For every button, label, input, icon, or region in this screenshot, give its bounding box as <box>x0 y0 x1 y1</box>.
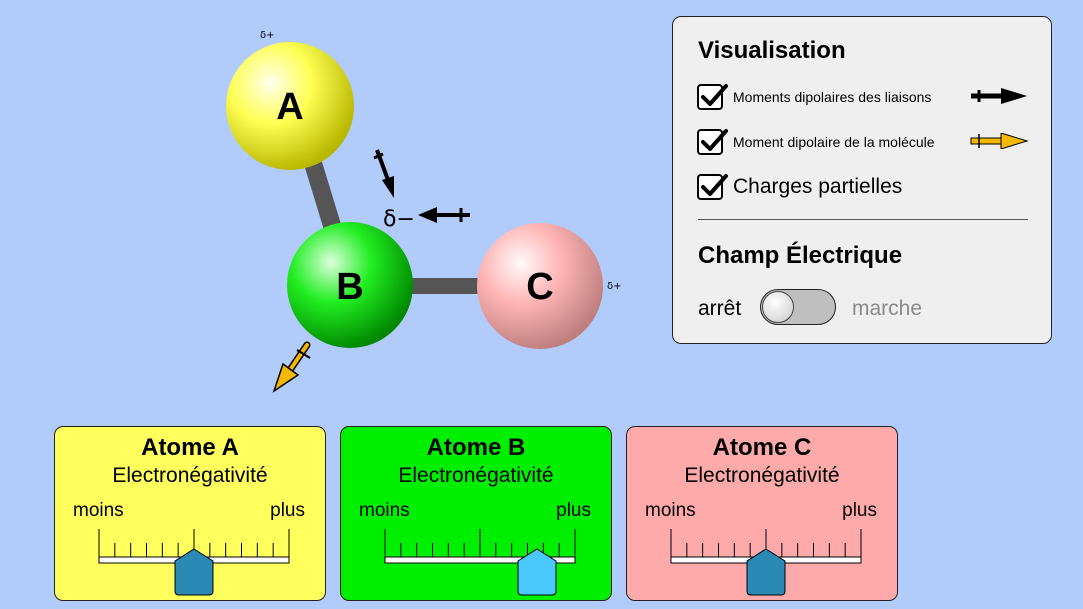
partial-charge-a: δ+ <box>260 30 275 41</box>
electric-field-title: Champ Électrique <box>698 242 903 269</box>
molecular-dipole-label: Moment dipolaire de la molécule <box>733 134 935 150</box>
atom-c-label: C <box>526 266 553 308</box>
checkbox-row-bond-dipoles[interactable]: Moments dipolaires des liaisons <box>697 84 931 110</box>
molecular-dipole-checkbox[interactable] <box>697 129 728 155</box>
visualisation-title: Visualisation <box>698 37 846 64</box>
electronegativity-slider[interactable] <box>341 427 613 602</box>
card-title: Atome A <box>141 434 239 461</box>
scale-max-label: plus <box>270 500 305 521</box>
checkmark-icon <box>701 84 728 106</box>
yellow-arrow-legend-icon <box>970 133 1029 149</box>
panel-divider <box>698 219 1028 220</box>
molecule-scene: A B C δ+ δ− δ+ <box>226 30 622 393</box>
card-subtitle: Electronégativité <box>684 464 840 487</box>
checkmark-icon <box>701 129 728 151</box>
atom-b-label: B <box>336 266 363 308</box>
partial-charge-c: δ+ <box>607 281 622 292</box>
electronegativity-slider[interactable] <box>55 427 327 602</box>
atom-b[interactable]: B <box>287 222 413 348</box>
bond-a-b <box>303 157 343 235</box>
toggle-knob[interactable] <box>762 291 794 323</box>
bond-dipole-arrow-cb <box>418 207 470 223</box>
bond-dipoles-label: Moments dipolaires des liaisons <box>733 89 932 105</box>
atom-a-card: Atome A Electronégativité moins plus <box>54 426 326 601</box>
card-subtitle: Electronégativité <box>398 464 554 487</box>
atom-b-card: Atome B Electronégativité moins plus <box>340 426 612 601</box>
partial-charge-b: δ− <box>383 207 415 232</box>
slider-thumb[interactable] <box>174 548 214 596</box>
checkbox-row-partial-charges[interactable]: Charges partielles <box>697 174 902 200</box>
molecular-dipole-arrow <box>272 341 311 393</box>
scale-max-label: plus <box>842 500 877 521</box>
atom-c-card: Atome C Electronégativité moins plus <box>626 426 898 601</box>
scale-min-label: moins <box>359 500 410 521</box>
card-subtitle: Electronégativité <box>112 464 268 487</box>
bond-dipole-arrow-ab <box>373 149 394 198</box>
atom-a-label: A <box>276 86 303 128</box>
checkmark-icon <box>701 174 728 196</box>
field-on-label: marche <box>852 297 923 320</box>
electric-field-toggle[interactable] <box>760 289 836 325</box>
field-off-label: arrêt <box>698 297 742 320</box>
bond-dipoles-checkbox[interactable] <box>697 84 728 110</box>
visualisation-panel: Visualisation Moments dipolaires des lia… <box>672 16 1052 344</box>
checkbox-row-molecular-dipole[interactable]: Moment dipolaire de la molécule <box>697 129 935 155</box>
partial-charges-checkbox[interactable] <box>697 174 728 200</box>
electronegativity-slider[interactable] <box>627 427 899 602</box>
scale-max-label: plus <box>556 500 591 521</box>
card-title: Atome C <box>712 434 812 461</box>
scale-min-label: moins <box>645 500 696 521</box>
atom-a[interactable]: A <box>226 42 354 170</box>
slider-thumb[interactable] <box>517 548 557 596</box>
card-title: Atome B <box>426 434 526 461</box>
black-arrow-legend-icon <box>971 88 1027 104</box>
atom-c[interactable]: C <box>477 223 603 349</box>
scale-min-label: moins <box>73 500 124 521</box>
partial-charges-label: Charges partielles <box>733 175 903 198</box>
slider-thumb[interactable] <box>746 548 786 596</box>
